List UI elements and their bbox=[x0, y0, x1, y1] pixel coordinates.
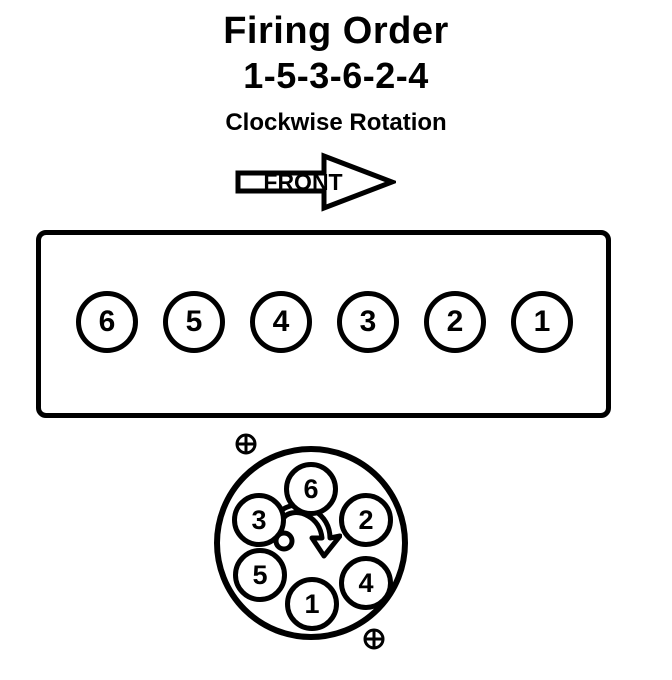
terminal-label: 1 bbox=[304, 588, 320, 619]
cylinder-3: 3 bbox=[337, 291, 399, 353]
cylinder-label: 2 bbox=[446, 305, 464, 338]
distributor-terminal-4: 4 bbox=[339, 556, 393, 610]
terminal-label: 4 bbox=[358, 567, 374, 598]
terminal-label: 6 bbox=[303, 473, 319, 504]
screw-top-left-icon bbox=[234, 432, 258, 456]
firing-order-sequence: 1-5-3-6-2-4 bbox=[243, 55, 429, 96]
page-title: Firing Order bbox=[223, 10, 449, 52]
cylinder-4: 4 bbox=[250, 291, 312, 353]
front-label: FRONT bbox=[263, 169, 343, 195]
right-arrow-outline-icon bbox=[235, 152, 400, 212]
terminal-label: 2 bbox=[358, 504, 374, 535]
distributor-cap: 6 2 4 1 5 3 bbox=[214, 446, 410, 642]
distributor-terminal-6: 6 bbox=[284, 462, 338, 516]
terminal-label: 5 bbox=[252, 559, 268, 590]
cylinder-5: 5 bbox=[163, 291, 225, 353]
screw-bottom-right-icon bbox=[362, 627, 386, 651]
cylinder-label: 3 bbox=[359, 305, 377, 338]
rotation-direction-label: Clockwise Rotation bbox=[225, 109, 447, 136]
cylinder-2: 2 bbox=[424, 291, 486, 353]
front-arrow-icon bbox=[234, 152, 400, 212]
distributor-terminal-3: 3 bbox=[232, 493, 286, 547]
cylinder-label: 1 bbox=[533, 305, 551, 338]
cylinder-label: 6 bbox=[98, 305, 116, 338]
cylinder-6: 6 bbox=[76, 291, 138, 353]
distributor-terminal-2: 2 bbox=[339, 493, 393, 547]
cylinder-1: 1 bbox=[511, 291, 573, 353]
cylinder-label: 4 bbox=[272, 305, 290, 338]
distributor-terminal-5: 5 bbox=[233, 548, 287, 602]
terminal-label: 3 bbox=[251, 504, 267, 535]
distributor-terminal-1: 1 bbox=[285, 577, 339, 631]
cylinder-label: 5 bbox=[185, 305, 203, 338]
